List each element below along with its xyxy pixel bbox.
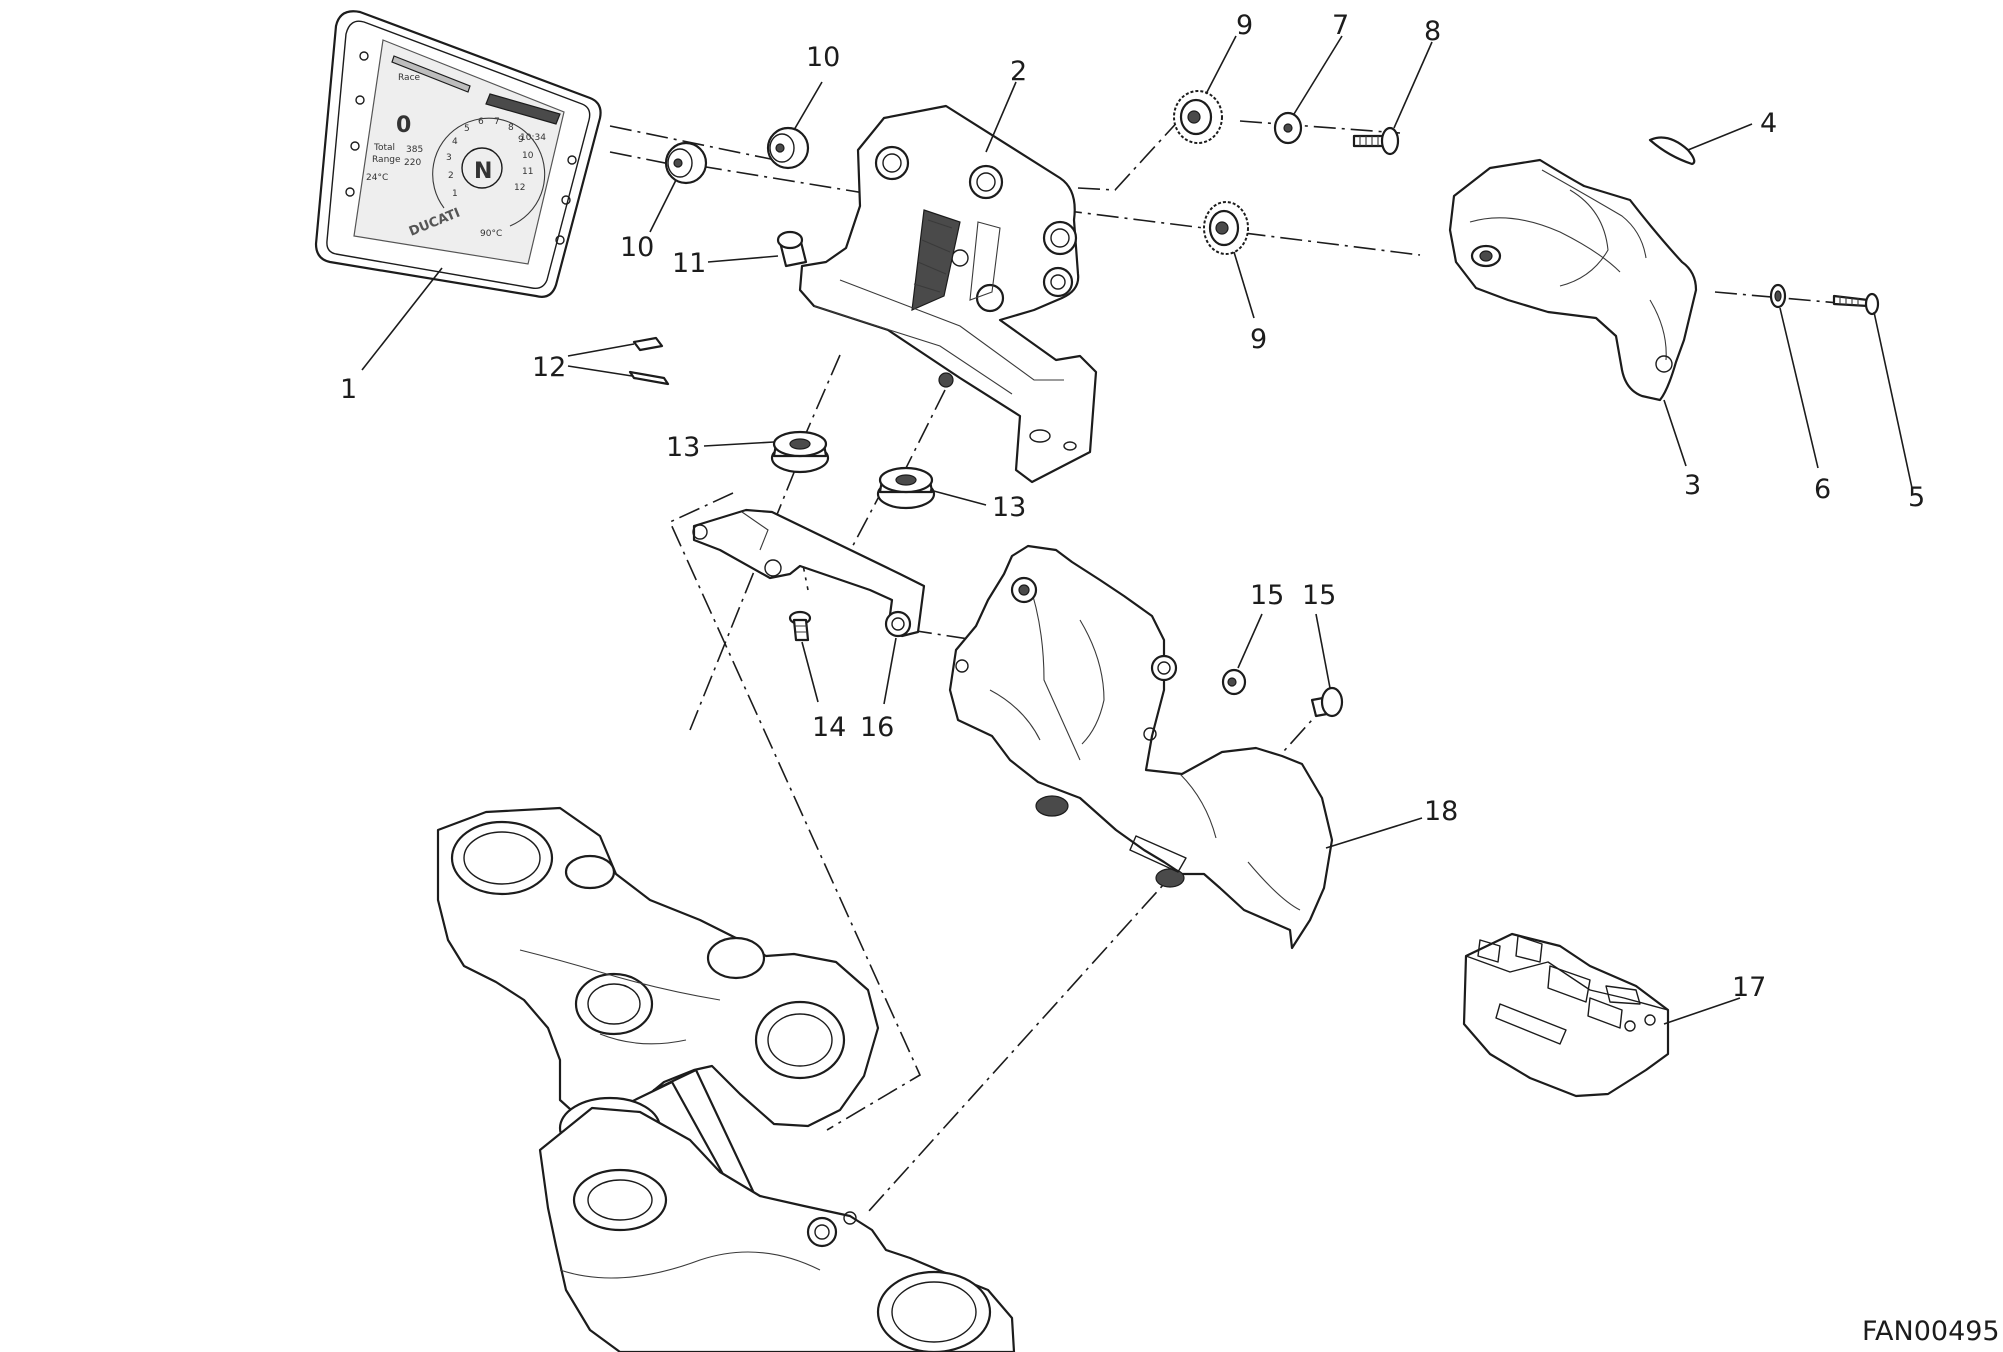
- callout-12: 12: [532, 352, 566, 383]
- nut-16: [884, 610, 912, 638]
- tach-mark-8: 8: [508, 123, 514, 133]
- grommet-9-upper: [1173, 90, 1223, 144]
- coolant-temp: 90°C: [480, 229, 502, 239]
- screw-14: [788, 610, 812, 642]
- callout-16: 16: [860, 712, 894, 743]
- connector-housing: [1462, 932, 1670, 1098]
- callout-8: 8: [1424, 16, 1441, 47]
- clip-12-lower: [628, 370, 670, 386]
- tach-mark-3: 3: [446, 153, 452, 163]
- callout-labels: 1 2 3 4 5 6 7 8 9 9 10 10 11 12 13 13 14…: [340, 10, 1925, 1003]
- callout-4: 4: [1760, 108, 1777, 139]
- mount-13-left: [770, 430, 830, 474]
- tach-mark-5: 5: [464, 124, 470, 134]
- range-value: 220: [404, 158, 421, 168]
- tach-mark-6: 6: [478, 117, 484, 127]
- total-value: 385: [406, 145, 423, 155]
- air-temp: 24°C: [366, 173, 388, 183]
- screw-15-right: [1310, 686, 1344, 718]
- callout-14: 14: [812, 712, 846, 743]
- tach-mark-4: 4: [452, 137, 458, 147]
- callout-10-lower: 10: [620, 232, 654, 263]
- leader-lines: [361, 35, 1913, 1025]
- callout-3: 3: [1684, 470, 1701, 501]
- grommet-9-lower: [1203, 201, 1249, 255]
- callout-15-right: 15: [1302, 580, 1336, 611]
- callout-1: 1: [340, 374, 357, 405]
- trip-label: Total: [373, 143, 395, 153]
- gear-indicator: N: [474, 159, 492, 184]
- tach-mark-12: 12: [514, 183, 525, 193]
- callout-9-lower: 9: [1250, 324, 1267, 355]
- riding-mode: Race: [398, 73, 421, 83]
- callout-7: 7: [1332, 10, 1349, 41]
- tach-mark-2: 2: [448, 171, 454, 181]
- callout-17: 17: [1732, 972, 1766, 1003]
- clip-12-upper: [632, 336, 664, 352]
- pin-11: [776, 230, 808, 268]
- speed-readout: 0: [396, 113, 411, 138]
- clock-readout: 10:34: [520, 133, 546, 143]
- screw-5: [1832, 292, 1880, 316]
- callout-6: 6: [1814, 474, 1831, 505]
- washer-6: [1769, 283, 1787, 309]
- bush-10-lower: [664, 141, 708, 185]
- callout-9-upper: 9: [1236, 10, 1253, 41]
- tach-mark-7: 7: [494, 117, 500, 127]
- tach-mark-1: 1: [452, 189, 458, 199]
- tach-mark-11: 11: [522, 167, 533, 177]
- tach-mark-10: 10: [522, 151, 534, 161]
- bush-10-upper: [766, 126, 810, 170]
- callout-13-left: 13: [666, 432, 700, 463]
- steering-yoke: [436, 806, 1016, 1352]
- upper-cover: [1448, 158, 1698, 402]
- nut-15-left: [1221, 668, 1247, 696]
- seal-4: [1648, 136, 1696, 166]
- callout-10-upper: 10: [806, 42, 840, 73]
- mount-13-right: [876, 466, 936, 510]
- callout-13-right: 13: [992, 492, 1026, 523]
- callout-11: 11: [672, 248, 706, 279]
- tach-mark-9: 9: [518, 135, 524, 145]
- callout-18: 18: [1424, 796, 1458, 827]
- fairing-shroud: [948, 544, 1334, 950]
- dashboard-instrument-panel: 1 2 3 4 5 6 7 8 9 10 11 12 N 0 10:34 Rac…: [314, 10, 602, 298]
- callout-5: 5: [1908, 482, 1925, 513]
- range-label: Range: [372, 155, 401, 165]
- washer-7: [1273, 111, 1303, 145]
- callout-15-left: 15: [1250, 580, 1284, 611]
- callout-2: 2: [1010, 56, 1027, 87]
- instrument-support-bracket: [798, 104, 1098, 484]
- screw-8: [1352, 126, 1400, 156]
- drawing-code: FAN00495: [1862, 1316, 2000, 1347]
